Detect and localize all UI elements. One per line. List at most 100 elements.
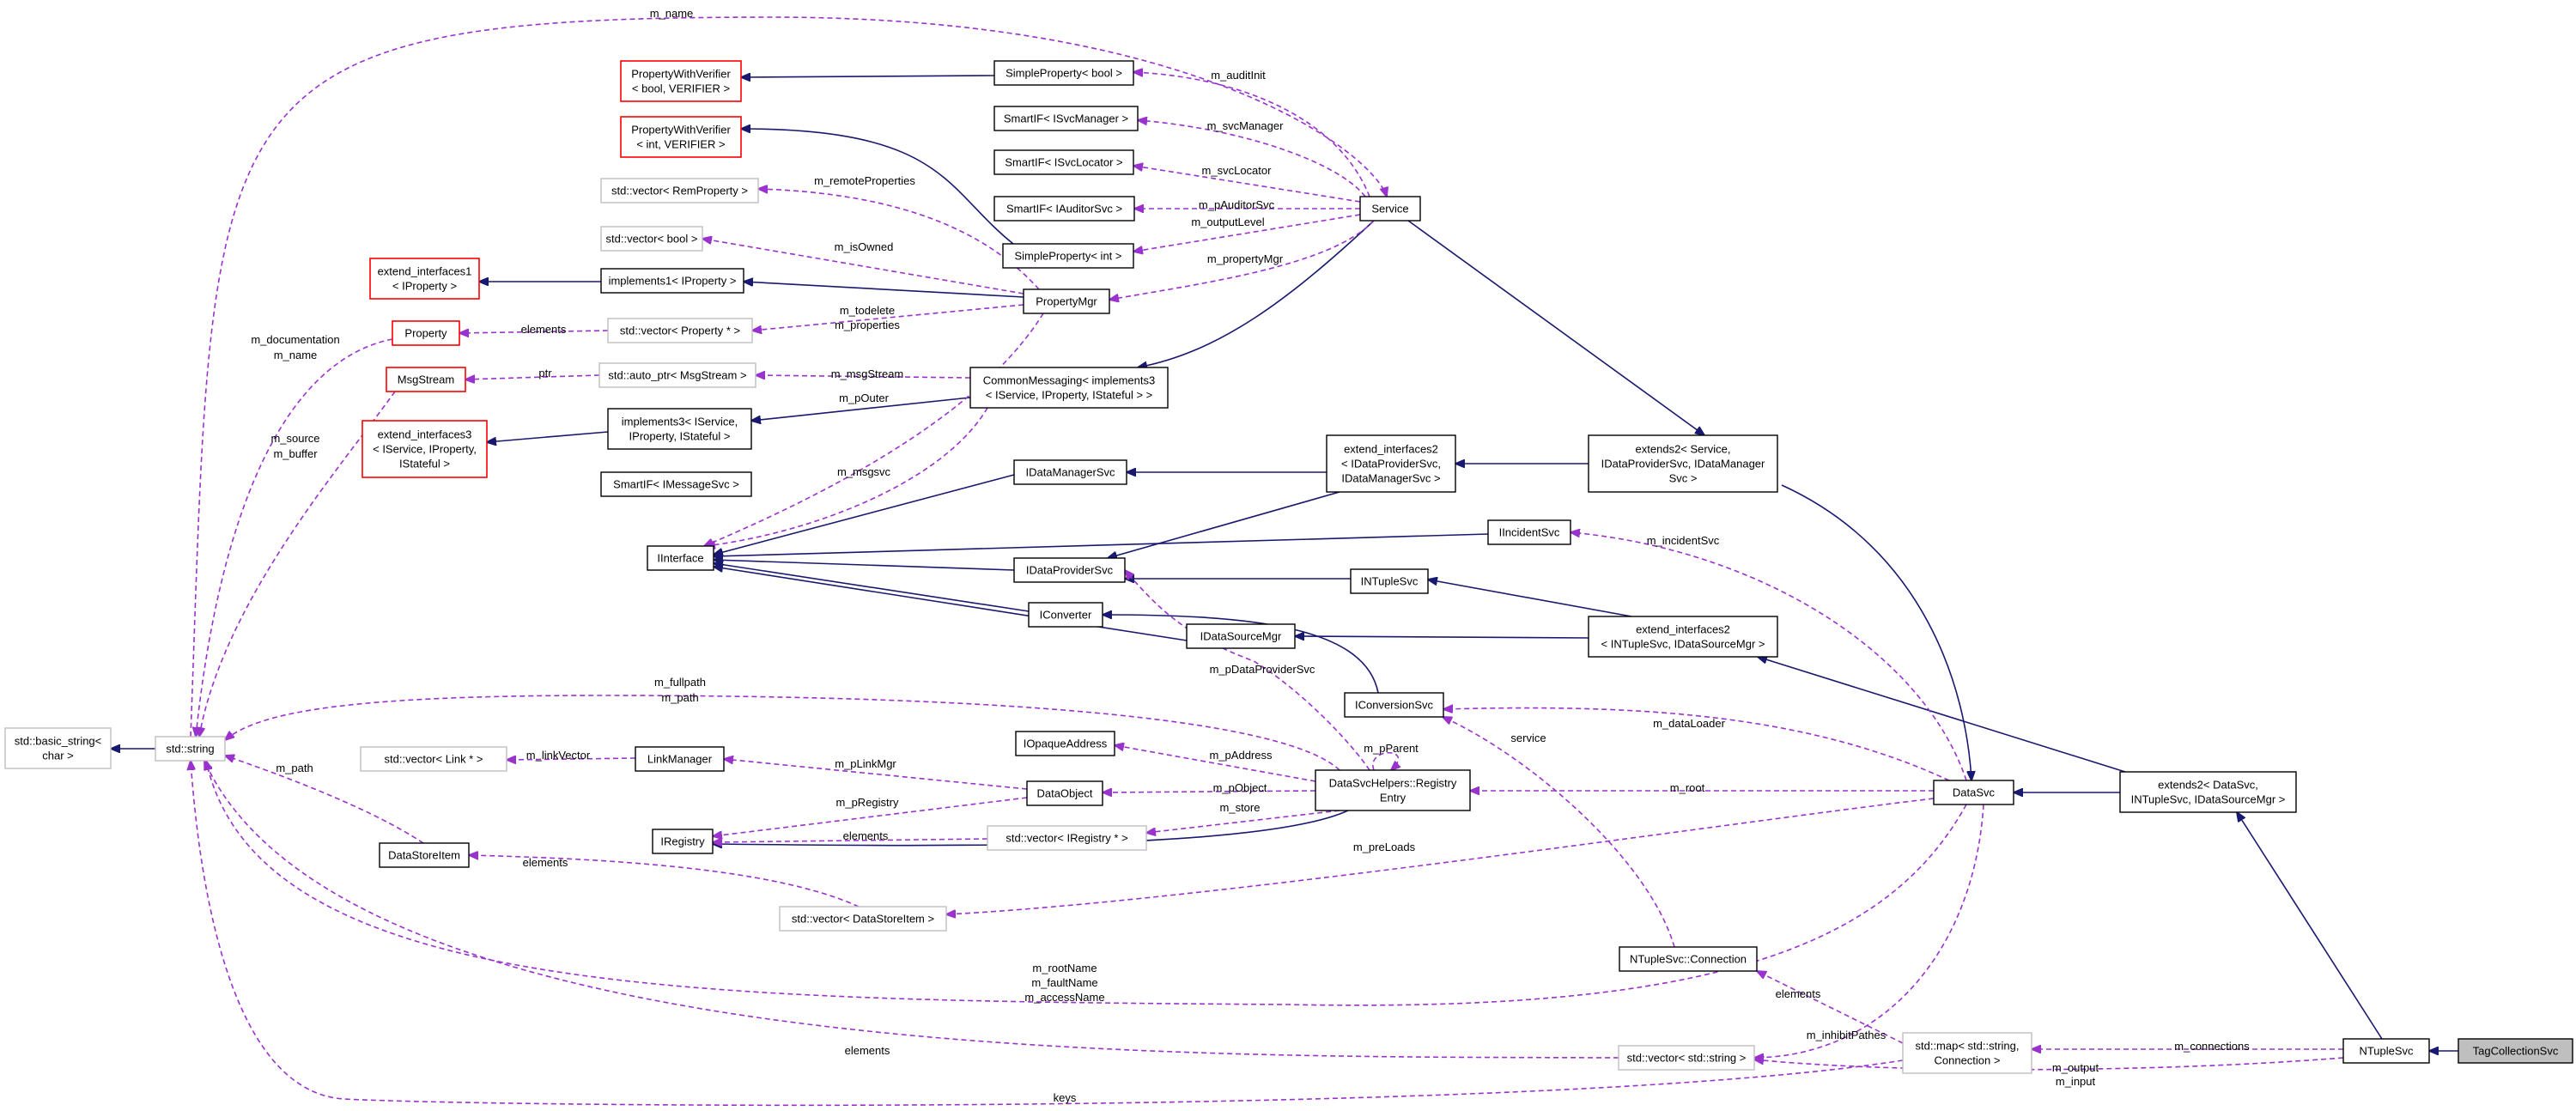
class-node-vec-string[interactable]: std::vector< std::string > bbox=[1618, 1045, 1755, 1071]
class-node-basic-string[interactable]: std::basic_string<char > bbox=[4, 727, 112, 769]
node-label: < IProperty > bbox=[392, 280, 457, 293]
class-node-pwv-bool[interactable]: PropertyWithVerifier< bool, VERIFIER > bbox=[620, 60, 742, 102]
class-node-iconverter[interactable]: IConverter bbox=[1028, 602, 1103, 628]
class-node-datasvc[interactable]: DataSvc bbox=[1933, 780, 2014, 805]
class-node-smartif-isvcmanager[interactable]: SmartIF< ISvcManager > bbox=[993, 106, 1139, 131]
node-box bbox=[1902, 1032, 2032, 1074]
class-node-datastoreitem[interactable]: DataStoreItem bbox=[379, 842, 470, 868]
edge-label: m_auditInit bbox=[1211, 69, 1266, 82]
node-box bbox=[2458, 1038, 2573, 1064]
usage-edge-std-string-to-map-string-conn bbox=[191, 761, 1904, 1107]
class-node-vec-bool[interactable]: std::vector< bool > bbox=[600, 226, 703, 252]
class-node-vec-iregistry[interactable]: std::vector< IRegistry * > bbox=[987, 825, 1147, 851]
edge-label: m_incidentSvc bbox=[1647, 534, 1720, 547]
usage-edge-autoptr-msgstream-to-commonmessaging bbox=[756, 375, 971, 378]
usage-edge-vec-bool-to-propertymgr bbox=[702, 239, 1024, 294]
node-label: IConverter bbox=[1040, 609, 1092, 622]
edge-label: m_preLoads bbox=[1353, 841, 1416, 853]
node-label: IDataSourceMgr bbox=[1200, 630, 1282, 643]
class-node-iopaqueaddress[interactable]: IOpaqueAddress bbox=[1015, 731, 1115, 756]
edge-label: m_todelete bbox=[840, 304, 895, 317]
class-node-iregistry[interactable]: IRegistry bbox=[652, 829, 714, 854]
node-label: SimpleProperty< bool > bbox=[1005, 67, 1122, 80]
class-node-vec-property[interactable]: std::vector< Property * > bbox=[607, 318, 753, 343]
class-node-ntuplesvc[interactable]: NTupleSvc bbox=[2342, 1038, 2430, 1064]
class-node-smartif-isvclocator[interactable]: SmartIF< ISvcLocator > bbox=[993, 149, 1134, 175]
node-label: SimpleProperty< int > bbox=[1014, 250, 1121, 263]
node-label: implements1< IProperty > bbox=[609, 275, 737, 288]
usage-edge-registryentry-to-registryentry bbox=[1372, 751, 1399, 770]
class-node-extends2-datasvc[interactable]: extends2< DataSvc,INTupleSvc, IDataSourc… bbox=[2119, 771, 2297, 813]
node-box bbox=[1588, 616, 1778, 658]
class-node-simplepropertyint[interactable]: SimpleProperty< int > bbox=[1002, 243, 1134, 269]
class-node-idatamanagersvc[interactable]: IDataManagerSvc bbox=[1013, 459, 1127, 485]
edge-label: m_faultName bbox=[1031, 976, 1097, 989]
node-box bbox=[987, 825, 1147, 851]
class-node-std-string[interactable]: std::string bbox=[155, 736, 226, 762]
node-label: INTupleSvc, IDataSourceMgr > bbox=[2131, 793, 2286, 806]
usage-edge-smartif-imessagesvc-to-commonmessaging bbox=[706, 407, 988, 546]
class-node-dataobject[interactable]: DataObject bbox=[1026, 780, 1103, 806]
node-label: extends2< Service, bbox=[1636, 443, 1731, 456]
class-node-propertymgr[interactable]: PropertyMgr bbox=[1023, 288, 1110, 314]
class-node-intuplesvc[interactable]: INTupleSvc bbox=[1350, 568, 1429, 594]
node-label: Svc > bbox=[1669, 472, 1698, 485]
node-box bbox=[993, 106, 1139, 131]
class-node-simplepropertybool[interactable]: SimpleProperty< bool > bbox=[993, 60, 1134, 86]
class-node-tagcollectionsvc[interactable]: TagCollectionSvc bbox=[2458, 1038, 2573, 1064]
inheritance-edge-impl3-to-commonmessaging bbox=[751, 397, 971, 421]
class-node-property[interactable]: Property bbox=[392, 320, 460, 346]
class-node-iinterface[interactable]: IInterface bbox=[647, 545, 714, 571]
class-node-idatasourcemgr[interactable]: IDataSourceMgr bbox=[1186, 623, 1296, 649]
class-node-iconversionsvc[interactable]: IConversionSvc bbox=[1344, 692, 1444, 718]
class-node-linkmanager[interactable]: LinkManager bbox=[635, 746, 725, 772]
class-node-vec-link[interactable]: std::vector< Link * > bbox=[360, 746, 507, 772]
class-node-vec-datastoreitem[interactable]: std::vector< DataStoreItem > bbox=[779, 906, 947, 932]
class-node-service[interactable]: Service bbox=[1359, 196, 1421, 222]
class-node-autoptr-msgstream[interactable]: std::auto_ptr< MsgStream > bbox=[598, 362, 756, 388]
class-node-ext3[interactable]: extend_interfaces3< IService, IProperty,… bbox=[361, 420, 488, 478]
inheritance-edge-impl1-iproperty-to-propertymgr bbox=[744, 282, 1024, 298]
class-node-vec-remproperty[interactable]: std::vector< RemProperty > bbox=[600, 178, 759, 203]
inheritance-edge-iinterface-to-idatasourcemgr bbox=[714, 567, 1188, 641]
usage-edge-iregistry-to-vec-iregistry bbox=[713, 839, 988, 842]
node-label: implements3< IService, bbox=[622, 416, 738, 428]
class-node-iincidentsvc[interactable]: IIncidentSvc bbox=[1487, 519, 1571, 545]
node-box bbox=[620, 116, 742, 158]
node-box bbox=[1344, 692, 1444, 718]
node-label: std::auto_ptr< MsgStream > bbox=[608, 369, 746, 382]
node-label: Property bbox=[404, 327, 447, 340]
class-node-impl1-iproperty[interactable]: implements1< IProperty > bbox=[600, 268, 744, 294]
class-node-impl3[interactable]: implements3< IService,IProperty, IStatef… bbox=[607, 408, 752, 450]
edge-label: m_isOwned bbox=[835, 240, 894, 253]
node-box bbox=[361, 420, 488, 478]
inheritance-edge-iinterface-to-idataprovidersvc bbox=[714, 560, 1015, 571]
usage-edge-linkmanager-to-dataobject bbox=[724, 759, 1028, 790]
node-box bbox=[652, 829, 714, 854]
node-box bbox=[2119, 771, 2297, 813]
class-node-commonmessaging[interactable]: CommonMessaging< implements3< IService, … bbox=[969, 367, 1169, 409]
class-node-ext2-idataprovider[interactable]: extend_interfaces2< IDataProviderSvc,IDa… bbox=[1326, 434, 1456, 493]
class-node-ntupleconnection[interactable]: NTupleSvc::Connection bbox=[1619, 946, 1758, 972]
edge-label: m_pParent bbox=[1364, 742, 1419, 755]
class-node-pwv-int[interactable]: PropertyWithVerifier< int, VERIFIER > bbox=[620, 116, 742, 158]
edge-label: m_input bbox=[2056, 1075, 2096, 1088]
node-label: < IDataProviderSvc, bbox=[1341, 458, 1441, 471]
usage-edge-iconversionsvc-to-ntupleconnection bbox=[1443, 717, 1675, 948]
class-node-ext1-iproperty[interactable]: extend_interfaces1< IProperty > bbox=[369, 258, 480, 300]
node-label: Entry bbox=[1380, 792, 1406, 804]
class-node-ext2-intuple[interactable]: extend_interfaces2< INTupleSvc, IDataSou… bbox=[1588, 616, 1778, 658]
class-node-smartif-iauditorsvc[interactable]: SmartIF< IAuditorSvc > bbox=[993, 196, 1135, 222]
class-node-map-string-conn[interactable]: std::map< std::string,Connection > bbox=[1902, 1032, 2032, 1074]
node-box bbox=[1618, 1045, 1755, 1071]
edge-label: elements bbox=[1776, 987, 1821, 1000]
usage-edge-iinterface-to-propertymgr bbox=[704, 313, 1044, 546]
class-node-extends2-service[interactable]: extends2< Service,IDataProviderSvc, IDat… bbox=[1588, 434, 1778, 493]
class-node-idataprovidersvc[interactable]: IDataProviderSvc bbox=[1013, 557, 1126, 583]
class-node-smartif-imessagesvc[interactable]: SmartIF< IMessageSvc > bbox=[600, 471, 752, 497]
node-label: NTupleSvc::Connection bbox=[1630, 953, 1747, 966]
node-label: DataSvcHelpers::Registry bbox=[1329, 777, 1457, 790]
edge-label: m_properties bbox=[835, 319, 900, 331]
class-node-msgstream[interactable]: MsgStream bbox=[386, 367, 466, 392]
